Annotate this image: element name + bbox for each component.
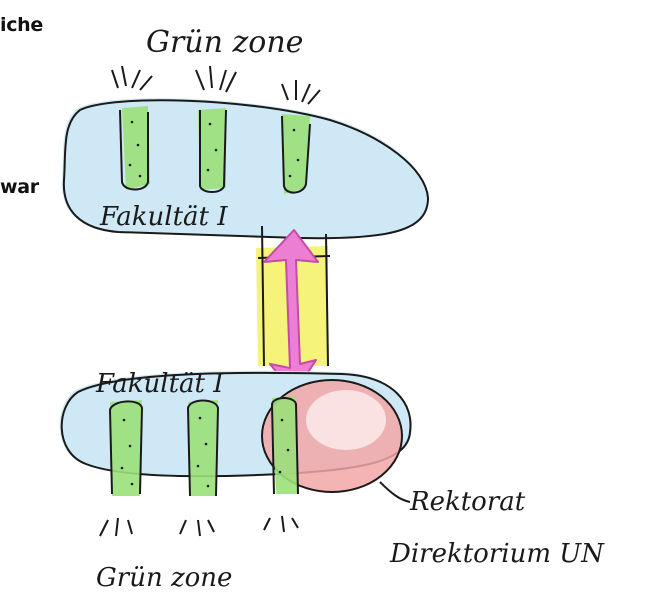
top-tick-marks <box>112 66 320 104</box>
bottom-green-zone-1 <box>110 400 142 496</box>
bottom-green-zone-label: Grün zone <box>96 563 232 593</box>
top-green-zone-label: Grün zone <box>146 25 303 60</box>
bottom-green-zone-3 <box>272 396 298 494</box>
rectorate-label-line2: Direktorium UN <box>389 539 605 569</box>
top-faculty-label: Fakultät I <box>99 202 228 232</box>
rectorate-highlight <box>306 390 386 450</box>
bottom-faculty-label: Fakultät I <box>95 369 224 399</box>
rectorate-pointer <box>380 482 410 502</box>
rectorate-label-line1: Rektorat <box>409 487 526 517</box>
bottom-green-zone-2 <box>188 400 218 496</box>
top-green-zone-2 <box>198 108 226 190</box>
bottom-tick-marks <box>100 516 298 536</box>
top-green-zone-1 <box>122 106 150 190</box>
